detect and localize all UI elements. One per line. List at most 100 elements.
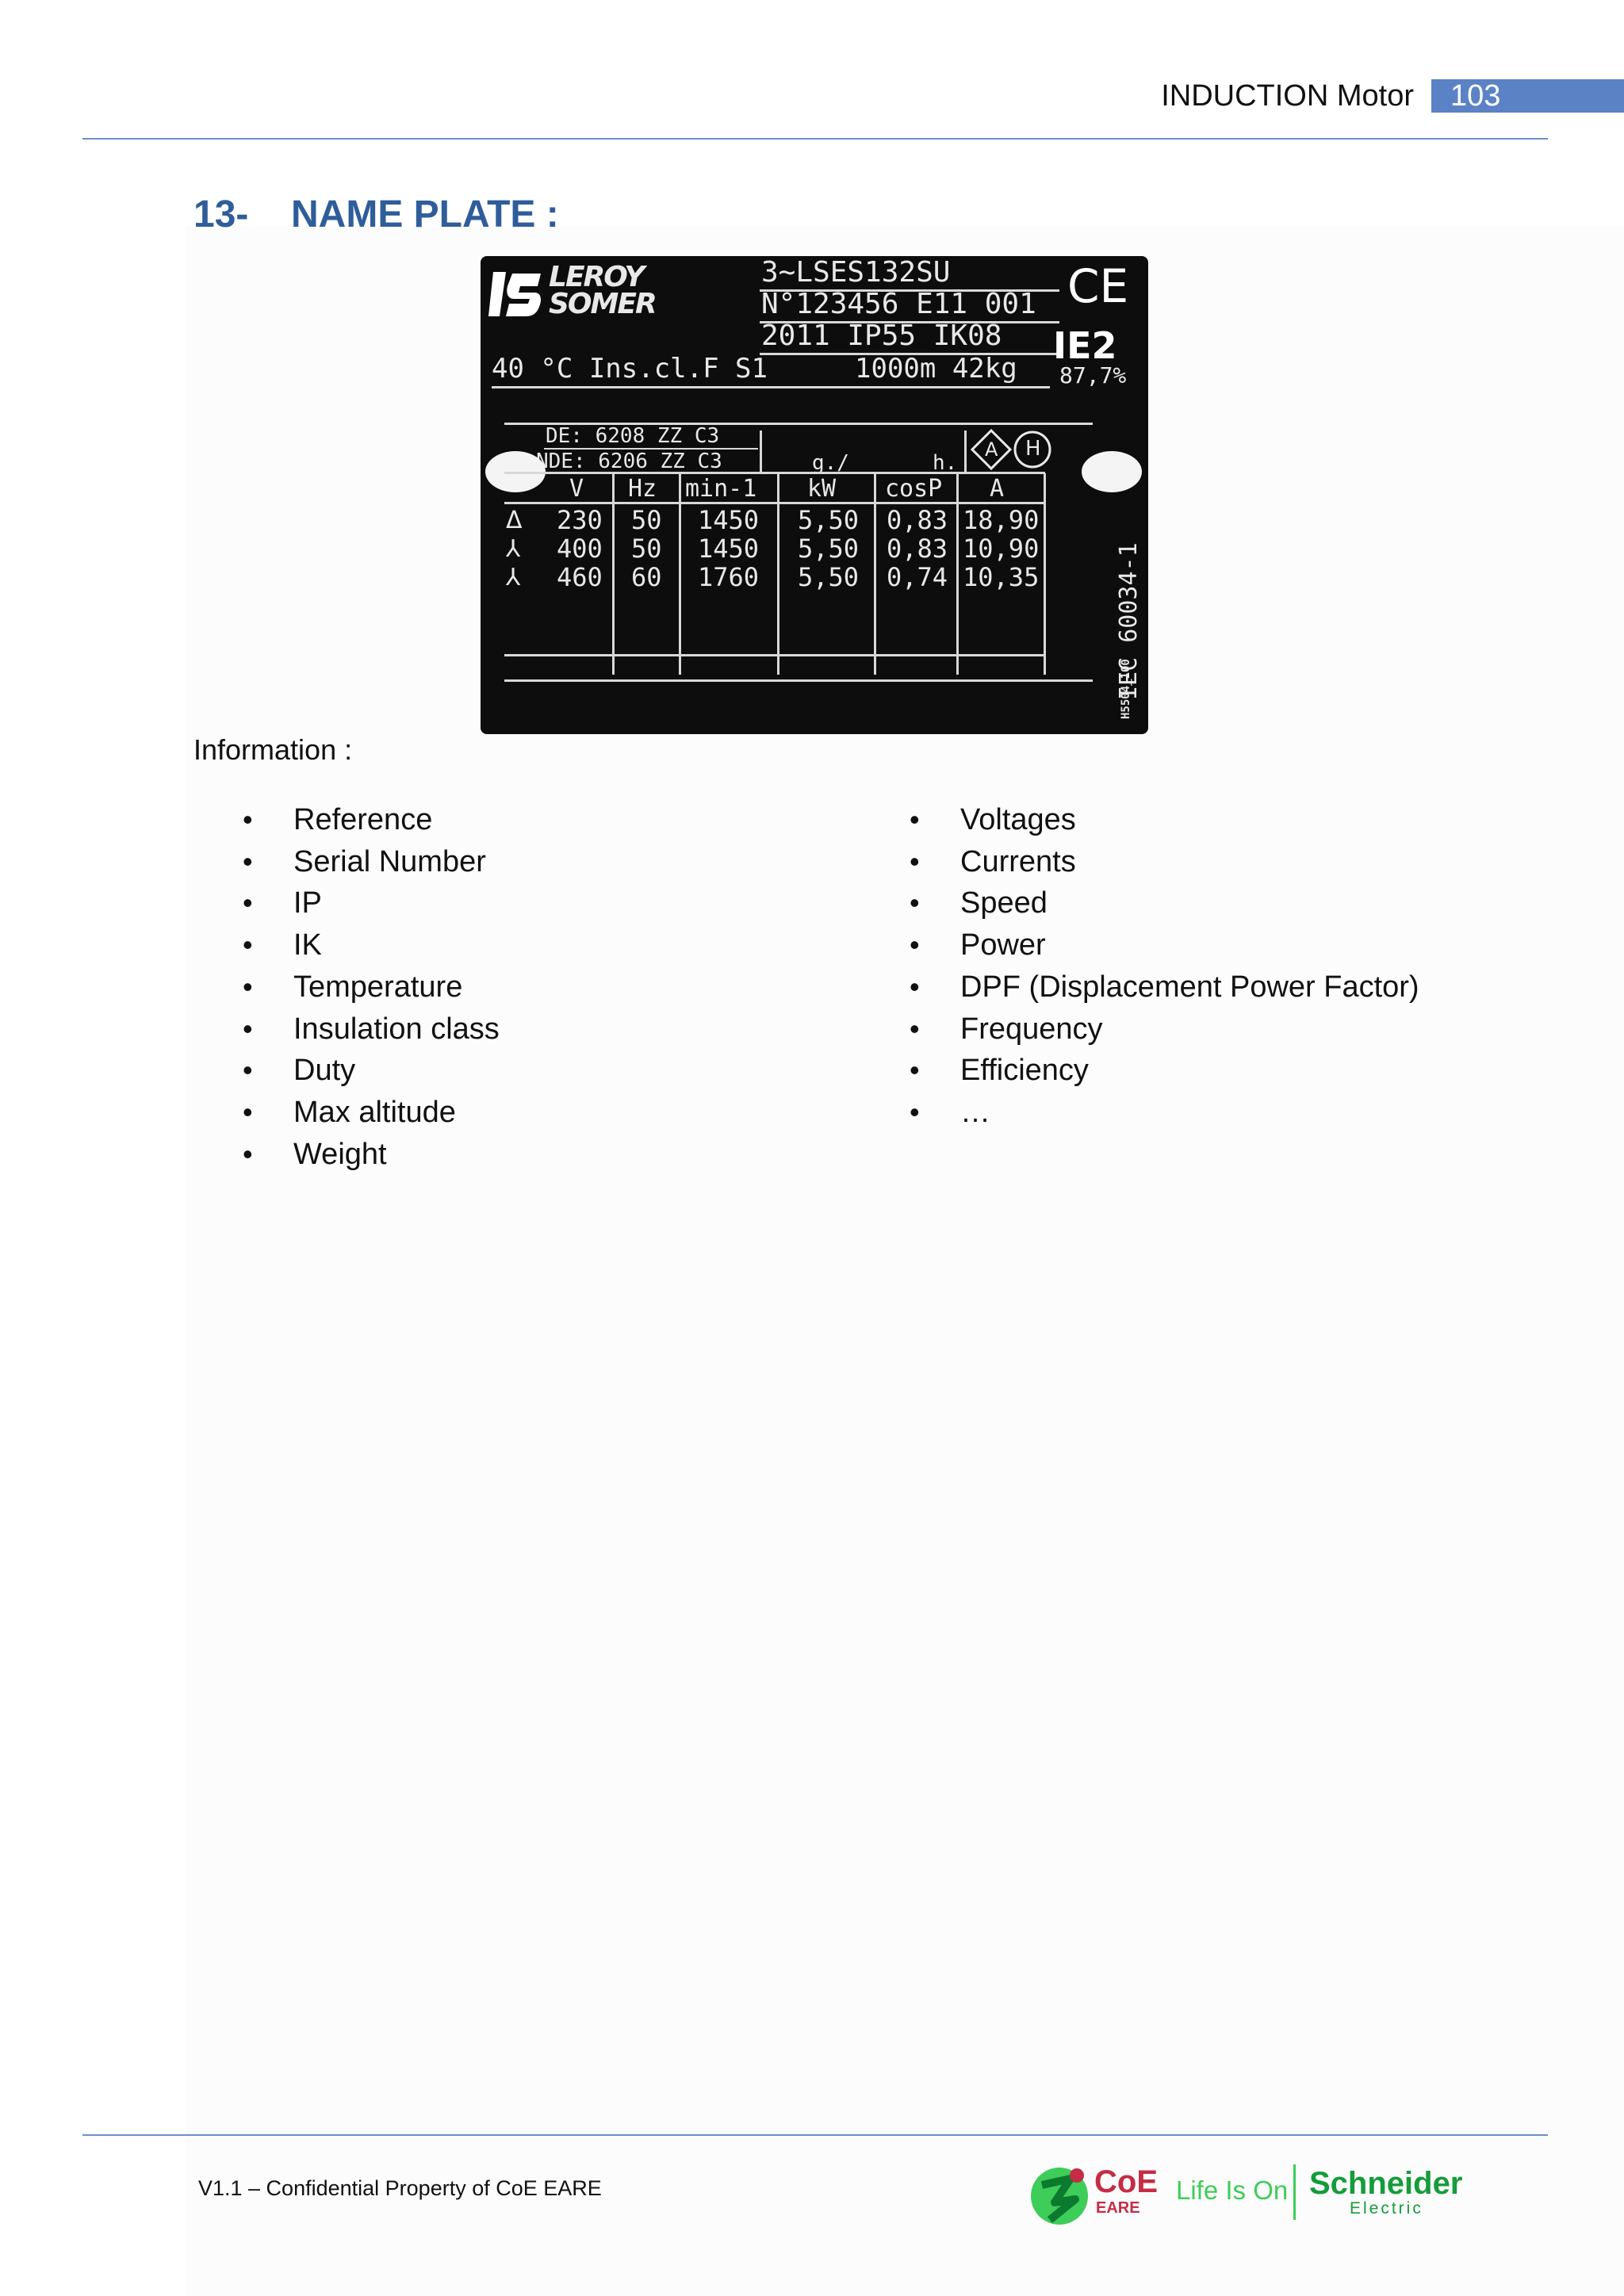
plate-underline <box>760 353 1059 355</box>
plate-underline <box>544 448 758 450</box>
plate-underline <box>760 289 1059 292</box>
table-column-divider <box>956 473 959 675</box>
list-item: Speed <box>862 882 1419 924</box>
table-column-divider <box>777 473 779 675</box>
table-cell: 1760 <box>698 562 760 592</box>
information-label: Information : <box>193 733 353 766</box>
table-cell: 0,74 <box>887 562 948 592</box>
running-header-title: INDUCTION Motor <box>1161 79 1414 113</box>
left-bullet-list: Reference Serial Number IP IK Temperatur… <box>195 799 500 1175</box>
header-rule <box>82 138 1548 140</box>
section-number: 13- <box>193 193 249 235</box>
table-cell: 50 <box>631 505 662 535</box>
section-title: NAME PLATE : <box>291 193 559 235</box>
grease-text: g./ <box>812 451 849 475</box>
de-bearing-text: DE: 6208 ZZ C3 <box>546 424 720 448</box>
nameplate-image: LEROY SOMER 3∼LSES132SU N°123456 E11 001… <box>481 256 1148 734</box>
list-item: Currents <box>862 841 1419 883</box>
list-item: Efficiency <box>862 1050 1419 1092</box>
list-item: Duty <box>195 1050 500 1092</box>
ie-class-badge: IE2 <box>1053 324 1117 367</box>
life-is-on-tagline: Life Is On <box>1176 2175 1289 2205</box>
year-ip-ik-text: 2011 IP55 IK08 <box>761 320 1002 352</box>
badge-a-text: A <box>985 438 998 461</box>
table-bottom-line <box>504 654 1045 656</box>
table-cell: 5,50 <box>798 562 860 592</box>
table-cell: 0,83 <box>887 505 948 535</box>
row-symbol: Δ <box>506 507 523 534</box>
plate-underline <box>492 386 1050 388</box>
electric-logo-text: Electric <box>1350 2199 1423 2218</box>
model-text: 3∼LSES132SU <box>761 256 951 289</box>
serial-text: N°123456 E11 001 <box>761 288 1036 320</box>
eare-logo-text: EARE <box>1096 2199 1140 2217</box>
table-column-divider <box>612 473 615 675</box>
row-symbol: ⅄ <box>506 535 521 563</box>
schneider-logo-text: Schneider <box>1309 2166 1463 2201</box>
table-cell: 400 <box>557 534 603 564</box>
ce-mark: CE <box>1067 259 1129 313</box>
col-header-kw: kW <box>807 475 837 503</box>
col-header-a: A <box>990 475 1005 503</box>
plate-divider <box>964 430 967 472</box>
nde-bearing-text: NDE: 6206 ZZ C3 <box>536 450 722 473</box>
plate-divider <box>760 430 762 472</box>
leroy-somer-logo-icon <box>488 272 541 316</box>
list-item: Reference <box>195 799 500 841</box>
list-item: Power <box>862 924 1419 966</box>
efficiency-text: 87,7% <box>1059 362 1127 388</box>
altitude-weight-text: 1000m 42kg <box>855 353 1017 385</box>
table-header-line <box>504 502 1045 504</box>
table-cell: 1450 <box>698 505 760 535</box>
table-cell: 18,90 <box>963 505 1040 535</box>
page-number-badge: 103 <box>1431 79 1624 113</box>
list-item: Temperature <box>195 966 500 1008</box>
hours-text: h. <box>933 451 958 475</box>
certification-badges-icon <box>971 429 1051 470</box>
section-heading: 13- NAME PLATE : <box>193 193 559 236</box>
table-cell: 230 <box>557 505 603 535</box>
plate-code-text: H5504_100 <box>1120 659 1132 719</box>
plate-underline <box>760 321 1059 323</box>
table-cell: 50 <box>631 534 662 564</box>
table-cell: 5,50 <box>798 534 860 564</box>
col-header-speed: min-1 <box>685 475 757 503</box>
col-header-v: V <box>569 475 584 503</box>
list-item: IP <box>195 882 500 924</box>
list-item: Max altitude <box>195 1092 500 1134</box>
table-column-divider <box>874 473 876 675</box>
table-column-divider <box>1044 473 1046 675</box>
footer-confidential-text: V1.1 – Confidential Property of CoE EARE <box>198 2176 602 2200</box>
footer-logos: CoE EARE Life Is On Schneider Electric <box>1021 2158 1465 2229</box>
table-cell: 1450 <box>698 534 760 564</box>
table-cell: 460 <box>557 562 603 592</box>
table-cell: 10,35 <box>963 562 1040 592</box>
list-item: … <box>862 1092 1419 1134</box>
plate-divider <box>504 423 1093 425</box>
badge-h-text: H <box>1025 437 1041 461</box>
logo-divider <box>1293 2164 1296 2220</box>
list-item: Serial Number <box>195 841 500 883</box>
table-top-line <box>504 472 1045 474</box>
mounting-hole-right-icon <box>1082 451 1142 492</box>
list-item: Frequency <box>862 1008 1419 1050</box>
col-header-hz: Hz <box>628 475 657 503</box>
table-cell: 0,83 <box>887 534 948 564</box>
col-header-cosp: cosP <box>885 475 943 503</box>
list-item: Weight <box>195 1134 500 1176</box>
table-cell: 10,90 <box>963 534 1040 564</box>
brand-line-1: LEROY <box>549 261 645 293</box>
footer-rule <box>82 2134 1548 2136</box>
list-item: Voltages <box>862 799 1419 841</box>
list-item: Insulation class <box>195 1008 500 1050</box>
list-item: IK <box>195 924 500 966</box>
temp-insulation-duty-text: 40 °C Ins.cl.F S1 <box>492 353 768 385</box>
coe-eare-logo-icon <box>1031 2168 1088 2225</box>
coe-logo-text: CoE <box>1094 2164 1158 2199</box>
right-bullet-list: Voltages Currents Speed Power DPF (Displ… <box>862 799 1419 1134</box>
row-symbol: ⅄ <box>506 564 521 591</box>
table-cell: 5,50 <box>798 505 860 535</box>
table-cell: 60 <box>631 562 662 592</box>
list-item: DPF (Displacement Power Factor) <box>862 966 1419 1008</box>
plate-bottom-line <box>504 679 1093 682</box>
